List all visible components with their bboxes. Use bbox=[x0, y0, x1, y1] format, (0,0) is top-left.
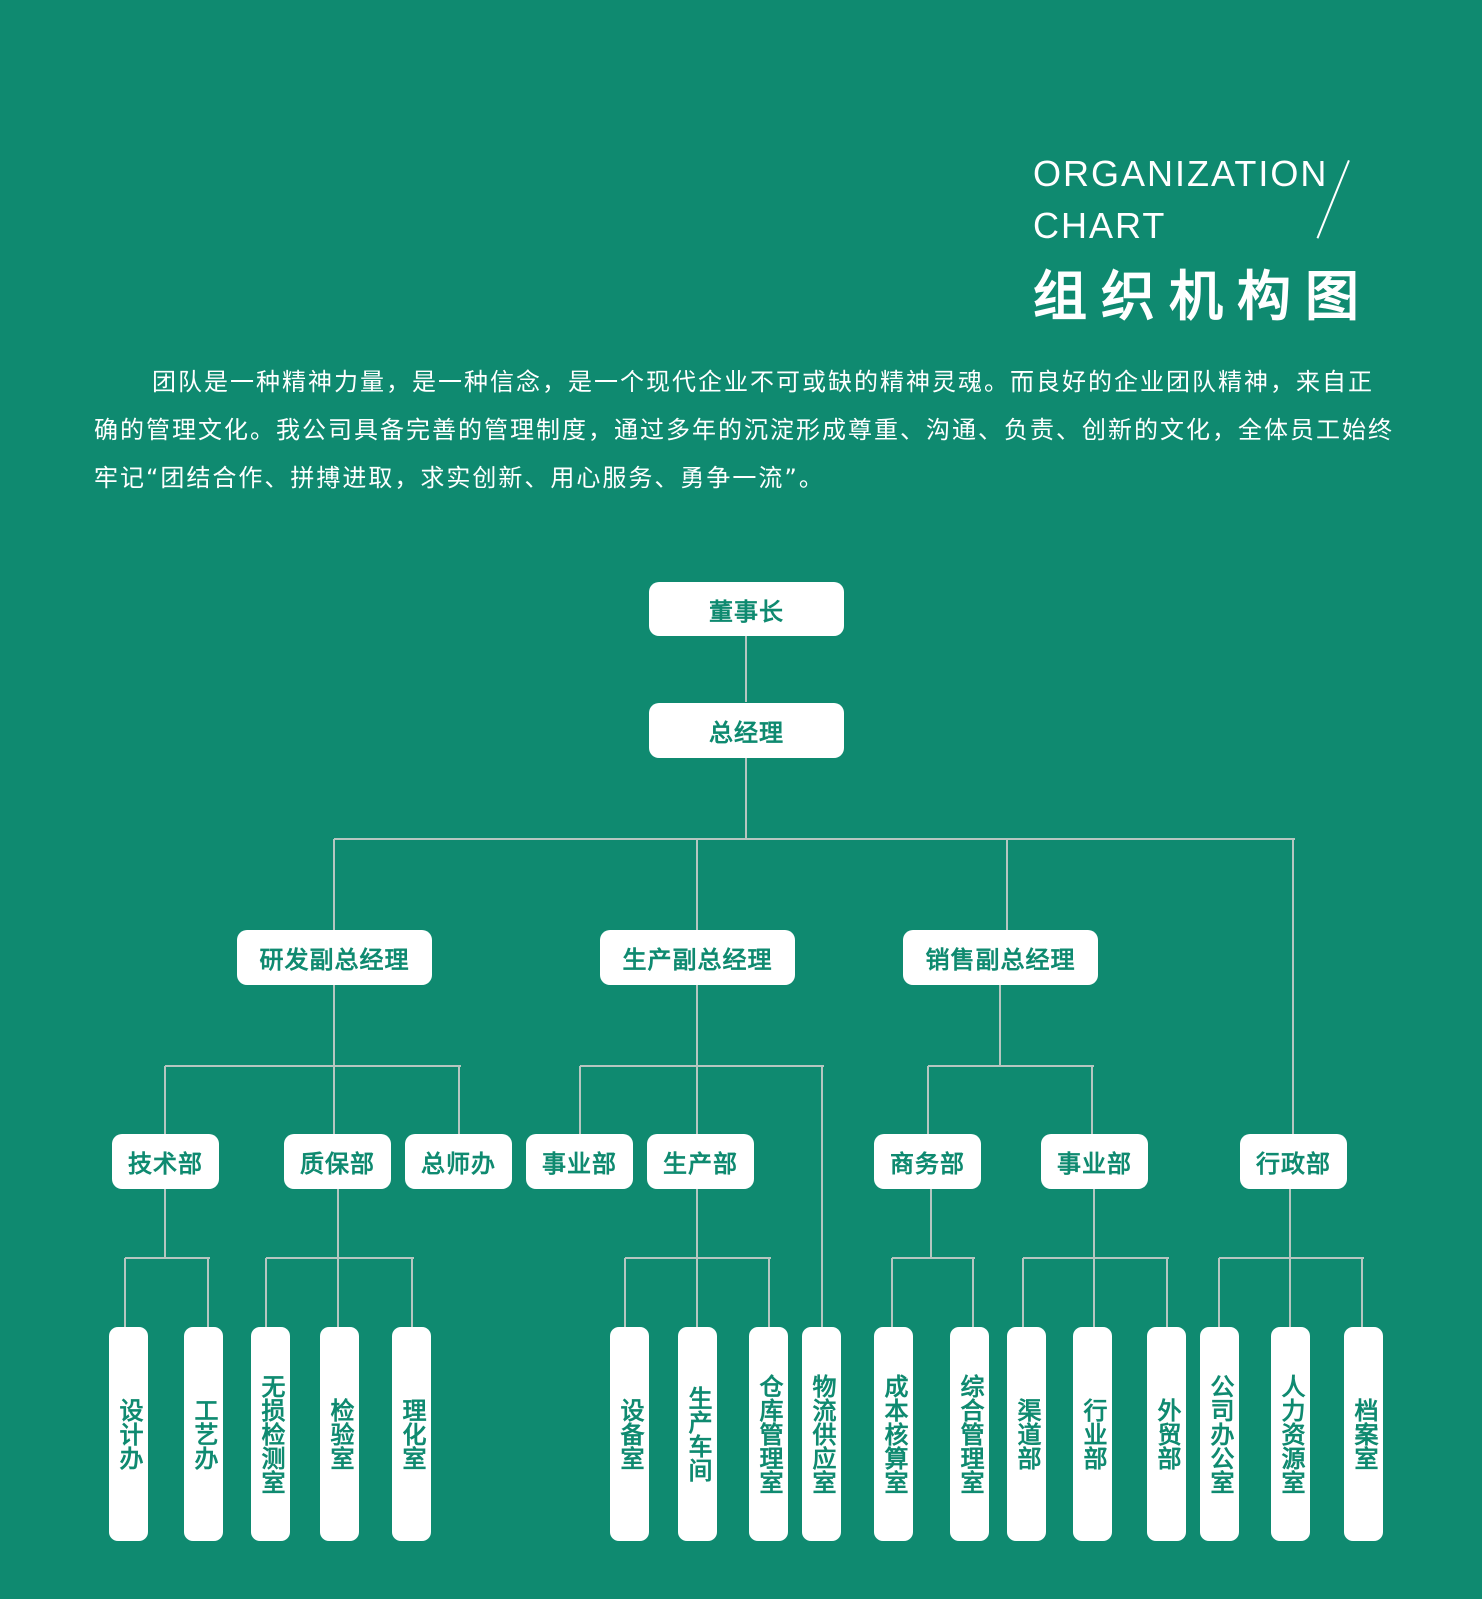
connector-line bbox=[164, 1189, 166, 1258]
connector-line bbox=[1006, 839, 1008, 930]
connector-line bbox=[1023, 1257, 1169, 1259]
connector-line bbox=[696, 1066, 698, 1134]
title-english-line-1: ORGANIZATION bbox=[1033, 153, 1329, 194]
connector-line bbox=[1289, 1189, 1291, 1258]
connector-line bbox=[458, 1066, 460, 1134]
connector-line bbox=[745, 636, 747, 702]
connector-line bbox=[745, 758, 747, 839]
connector-line bbox=[1022, 1258, 1024, 1330]
connector-line bbox=[891, 1258, 893, 1330]
title-chinese: 组织机构图 bbox=[1033, 265, 1373, 328]
org-node: 商务部 bbox=[874, 1134, 981, 1189]
connector-line bbox=[1361, 1258, 1363, 1330]
connector-line bbox=[1218, 1258, 1220, 1330]
org-node: 销售副总经理 bbox=[903, 930, 1098, 985]
connector-line bbox=[999, 985, 1001, 1066]
connector-line bbox=[696, 1258, 698, 1330]
connector-line bbox=[333, 985, 335, 1066]
connector-line bbox=[164, 1066, 166, 1134]
org-unit-vertical: 渠道部 bbox=[1007, 1327, 1046, 1541]
connector-line bbox=[1289, 1258, 1291, 1330]
org-node: 研发副总经理 bbox=[237, 930, 432, 985]
intro-paragraph: 团队是一种精神力量，是一种信念，是一个现代企业不可或缺的精神灵魂。而良好的企业团… bbox=[94, 368, 1394, 492]
connector-line bbox=[1219, 1257, 1364, 1259]
org-node: 生产部 bbox=[647, 1134, 754, 1189]
org-unit-vertical: 仓库管理室 bbox=[749, 1327, 788, 1541]
org-unit-vertical: 无损检测室 bbox=[251, 1327, 290, 1541]
connector-line bbox=[124, 1258, 126, 1330]
org-unit-vertical: 成本核算室 bbox=[874, 1327, 913, 1541]
connector-line bbox=[333, 1066, 335, 1134]
connector-line bbox=[1093, 1258, 1095, 1330]
connector-line bbox=[334, 838, 1295, 840]
connector-line bbox=[892, 1257, 975, 1259]
connector-line bbox=[125, 1257, 210, 1259]
connector-line bbox=[1091, 1066, 1093, 1134]
connector-line bbox=[337, 1258, 339, 1330]
connector-line bbox=[768, 1258, 770, 1330]
org-unit-vertical: 工艺办 bbox=[184, 1327, 223, 1541]
connector-line bbox=[928, 1065, 1094, 1067]
connector-line bbox=[1292, 839, 1294, 1134]
connector-line bbox=[165, 1065, 461, 1067]
org-node: 技术部 bbox=[112, 1134, 219, 1189]
org-unit-vertical: 行业部 bbox=[1073, 1327, 1112, 1541]
connector-line bbox=[265, 1258, 267, 1330]
connector-line bbox=[1093, 1189, 1095, 1258]
org-unit-vertical: 公司办公室 bbox=[1200, 1327, 1239, 1541]
org-unit-vertical: 设计办 bbox=[109, 1327, 148, 1541]
org-unit-vertical: 物流供应室 bbox=[802, 1327, 841, 1541]
org-node: 行政部 bbox=[1240, 1134, 1347, 1189]
org-unit-vertical: 设备室 bbox=[610, 1327, 649, 1541]
connector-line bbox=[266, 1257, 414, 1259]
connector-line bbox=[927, 1066, 929, 1134]
org-unit-vertical: 综合管理室 bbox=[950, 1327, 989, 1541]
org-unit-vertical: 生产车间 bbox=[678, 1327, 717, 1541]
connector-line bbox=[579, 1066, 581, 1134]
org-unit-vertical: 档案室 bbox=[1344, 1327, 1383, 1541]
connector-line bbox=[333, 839, 335, 930]
org-node: 事业部 bbox=[526, 1134, 633, 1189]
org-node: 总经理 bbox=[649, 703, 844, 758]
org-unit-vertical: 检验室 bbox=[320, 1327, 359, 1541]
org-node: 董事长 bbox=[649, 582, 844, 636]
connector-line bbox=[821, 1066, 823, 1330]
connector-line bbox=[696, 839, 698, 930]
connector-line bbox=[624, 1258, 626, 1330]
connector-line bbox=[411, 1258, 413, 1330]
connector-line bbox=[625, 1257, 771, 1259]
title-english: ORGANIZATION CHART bbox=[1033, 148, 1373, 252]
connector-line bbox=[972, 1258, 974, 1330]
org-node: 生产副总经理 bbox=[600, 930, 795, 985]
org-unit-vertical: 人力资源室 bbox=[1271, 1327, 1310, 1541]
title-english-line-2: CHART bbox=[1033, 205, 1167, 246]
org-unit-vertical: 理化室 bbox=[392, 1327, 431, 1541]
connector-line bbox=[337, 1189, 339, 1258]
connector-line bbox=[696, 985, 698, 1066]
connector-line bbox=[696, 1189, 698, 1258]
connector-line bbox=[207, 1258, 209, 1330]
org-node: 事业部 bbox=[1041, 1134, 1148, 1189]
org-node: 总师办 bbox=[405, 1134, 512, 1189]
connector-line bbox=[580, 1065, 824, 1067]
org-node: 质保部 bbox=[284, 1134, 391, 1189]
connector-line bbox=[930, 1189, 932, 1258]
org-unit-vertical: 外贸部 bbox=[1147, 1327, 1186, 1541]
connector-line bbox=[1166, 1258, 1168, 1330]
